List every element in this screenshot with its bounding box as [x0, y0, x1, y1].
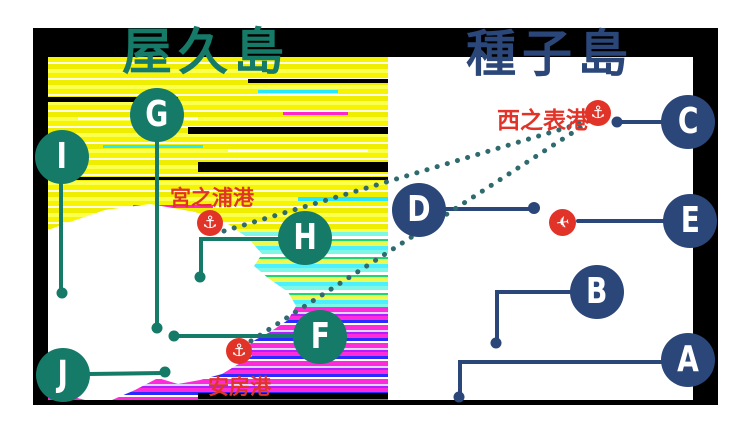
tanegashima-leader-lines — [443, 116, 667, 403]
marker-f: F — [293, 310, 347, 364]
airplane-glyph: ✈ — [554, 212, 571, 233]
glitch-streak — [133, 205, 213, 208]
marker-a: A — [661, 333, 715, 387]
anchor-icon: ⚓ — [226, 338, 252, 364]
glitch-band-top — [48, 57, 388, 232]
glitch-streak — [58, 177, 388, 180]
glitch-streak — [198, 393, 388, 399]
marker-a-label: A — [677, 339, 699, 380]
marker-e: E — [663, 194, 717, 248]
anchor-icon: ⚓ — [585, 100, 611, 126]
anchor-glyph: ⚓ — [590, 103, 606, 123]
glitch-streak — [258, 90, 338, 93]
route-miyanoura-nishinoomote — [221, 116, 598, 234]
glitch-streak — [103, 145, 203, 148]
marker-i: I — [35, 130, 89, 184]
yakushima-title: 屋久島 — [122, 23, 290, 81]
anchor-glyph: ⚓ — [231, 341, 247, 361]
port-label-anbo: 安房港 — [208, 375, 271, 399]
marker-f-label: F — [310, 316, 330, 357]
yakushima-leader-lines — [56, 138, 296, 378]
marker-j-label: J — [57, 354, 69, 395]
marker-i-label: I — [56, 136, 68, 177]
glitch-streak — [228, 149, 368, 152]
port-label-nishinoomote: 西之表港 — [497, 108, 589, 134]
marker-c-label: C — [677, 101, 699, 142]
glitch-streak — [48, 97, 178, 102]
anchor-icon: ⚓ — [197, 210, 223, 236]
marker-h: H — [278, 211, 332, 265]
tanegashima-title: 種子島 — [466, 25, 634, 83]
glitch-streak — [248, 79, 388, 83]
marker-j: J — [36, 348, 90, 402]
marker-b: B — [570, 265, 624, 319]
marker-e-label: E — [680, 200, 700, 241]
airplane-icon: ✈ — [549, 209, 576, 236]
marker-b-label: B — [586, 271, 608, 312]
tanegashima-map-area — [388, 57, 693, 400]
marker-d-label: D — [407, 189, 431, 230]
glitch-streak — [283, 112, 348, 115]
marker-g: G — [130, 88, 184, 142]
glitch-streak — [188, 127, 388, 134]
marker-c: C — [661, 95, 715, 149]
anchor-glyph: ⚓ — [202, 213, 218, 233]
marker-g-label: G — [145, 94, 169, 135]
glitch-streak — [298, 197, 388, 201]
port-label-miyanoura: 宮之浦港 — [170, 186, 254, 210]
marker-d: D — [392, 183, 446, 237]
glitch-streak — [198, 162, 388, 172]
marker-h-label: H — [293, 217, 317, 258]
